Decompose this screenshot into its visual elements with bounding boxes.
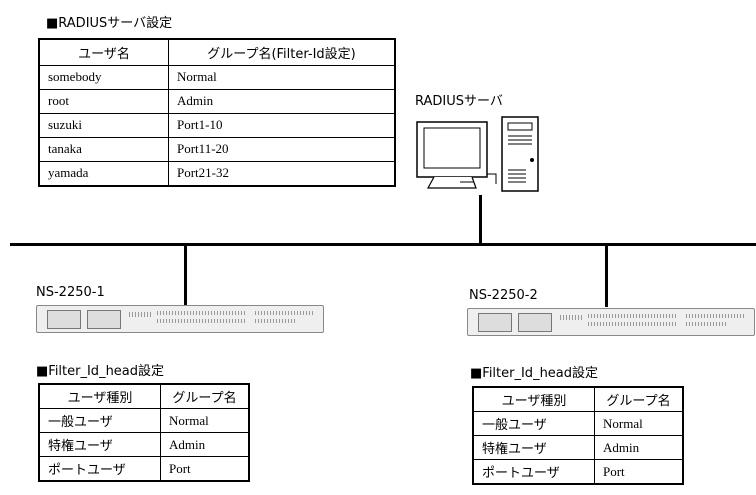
radius-cell-user: suzuki xyxy=(38,112,169,138)
device1-filter-table: ユーザ種別 グループ名 一般ユーザ Normal 特権ユーザ Admin ポート… xyxy=(38,383,250,482)
device1-cell-group: Admin xyxy=(160,432,250,457)
device1-cell-type: 特権ユーザ xyxy=(38,432,161,457)
device1-header-type: ユーザ種別 xyxy=(38,383,161,409)
device2-filter-table: ユーザ種別 グループ名 一般ユーザ Normal 特権ユーザ Admin ポート… xyxy=(472,386,684,485)
table-row: yamada Port21-32 xyxy=(38,160,396,186)
network-bus-line xyxy=(10,243,756,246)
radius-table-title: ■RADIUSサーバ設定 xyxy=(46,16,173,31)
device1-cell-group: Normal xyxy=(160,408,250,433)
radius-cell-group: Port1-10 xyxy=(168,112,396,138)
device2-cell-group: Admin xyxy=(594,435,684,460)
table-row: ポートユーザ Port xyxy=(472,459,684,485)
table-row: 特権ユーザ Admin xyxy=(38,432,250,457)
table-row: 一般ユーザ Normal xyxy=(472,411,684,436)
device2-cell-type: 特権ユーザ xyxy=(472,435,595,460)
table-row: tanaka Port11-20 xyxy=(38,136,396,162)
radius-header-username: ユーザ名 xyxy=(38,38,169,66)
radius-cell-user: somebody xyxy=(38,64,169,90)
server-link-line xyxy=(479,195,482,245)
radius-cell-group: Normal xyxy=(168,64,396,90)
device1-table-title: ■Filter_Id_head設定 xyxy=(36,364,165,379)
radius-header-group: グループ名(Filter-Id設定) xyxy=(168,38,396,66)
table-row: 特権ユーザ Admin xyxy=(472,435,684,460)
table-row: ポートユーザ Port xyxy=(38,456,250,482)
device1-link-line xyxy=(184,245,187,307)
radius-settings-table: ユーザ名 グループ名(Filter-Id設定) somebody Normal … xyxy=(38,38,396,187)
device1-appliance xyxy=(36,305,324,333)
device2-cell-type: ポートユーザ xyxy=(472,459,595,485)
device1-name: NS-2250-1 xyxy=(36,285,105,300)
device1-header-group: グループ名 xyxy=(160,383,250,409)
radius-cell-group: Port21-32 xyxy=(168,160,396,186)
table-row: 一般ユーザ Normal xyxy=(38,408,250,433)
table-row: suzuki Port1-10 xyxy=(38,112,396,138)
device2-appliance xyxy=(467,308,755,336)
radius-server-label: RADIUSサーバ xyxy=(415,94,503,109)
device2-cell-group: Port xyxy=(594,459,684,485)
radius-cell-user: yamada xyxy=(38,160,169,186)
device2-cell-group: Normal xyxy=(594,411,684,436)
table-row: root Admin xyxy=(38,88,396,114)
device2-link-line xyxy=(605,245,608,307)
device2-header-group: グループ名 xyxy=(594,386,684,412)
radius-cell-group: Port11-20 xyxy=(168,136,396,162)
device2-name: NS-2250-2 xyxy=(469,288,538,303)
server-computer-icon xyxy=(416,116,539,192)
radius-cell-user: tanaka xyxy=(38,136,169,162)
device2-table-title: ■Filter_Id_head設定 xyxy=(470,366,599,381)
device2-cell-type: 一般ユーザ xyxy=(472,411,595,436)
device2-header-type: ユーザ種別 xyxy=(472,386,595,412)
device1-cell-type: 一般ユーザ xyxy=(38,408,161,433)
radius-cell-group: Admin xyxy=(168,88,396,114)
device1-cell-group: Port xyxy=(160,456,250,482)
table-row: somebody Normal xyxy=(38,64,396,90)
radius-cell-user: root xyxy=(38,88,169,114)
device1-cell-type: ポートユーザ xyxy=(38,456,161,482)
